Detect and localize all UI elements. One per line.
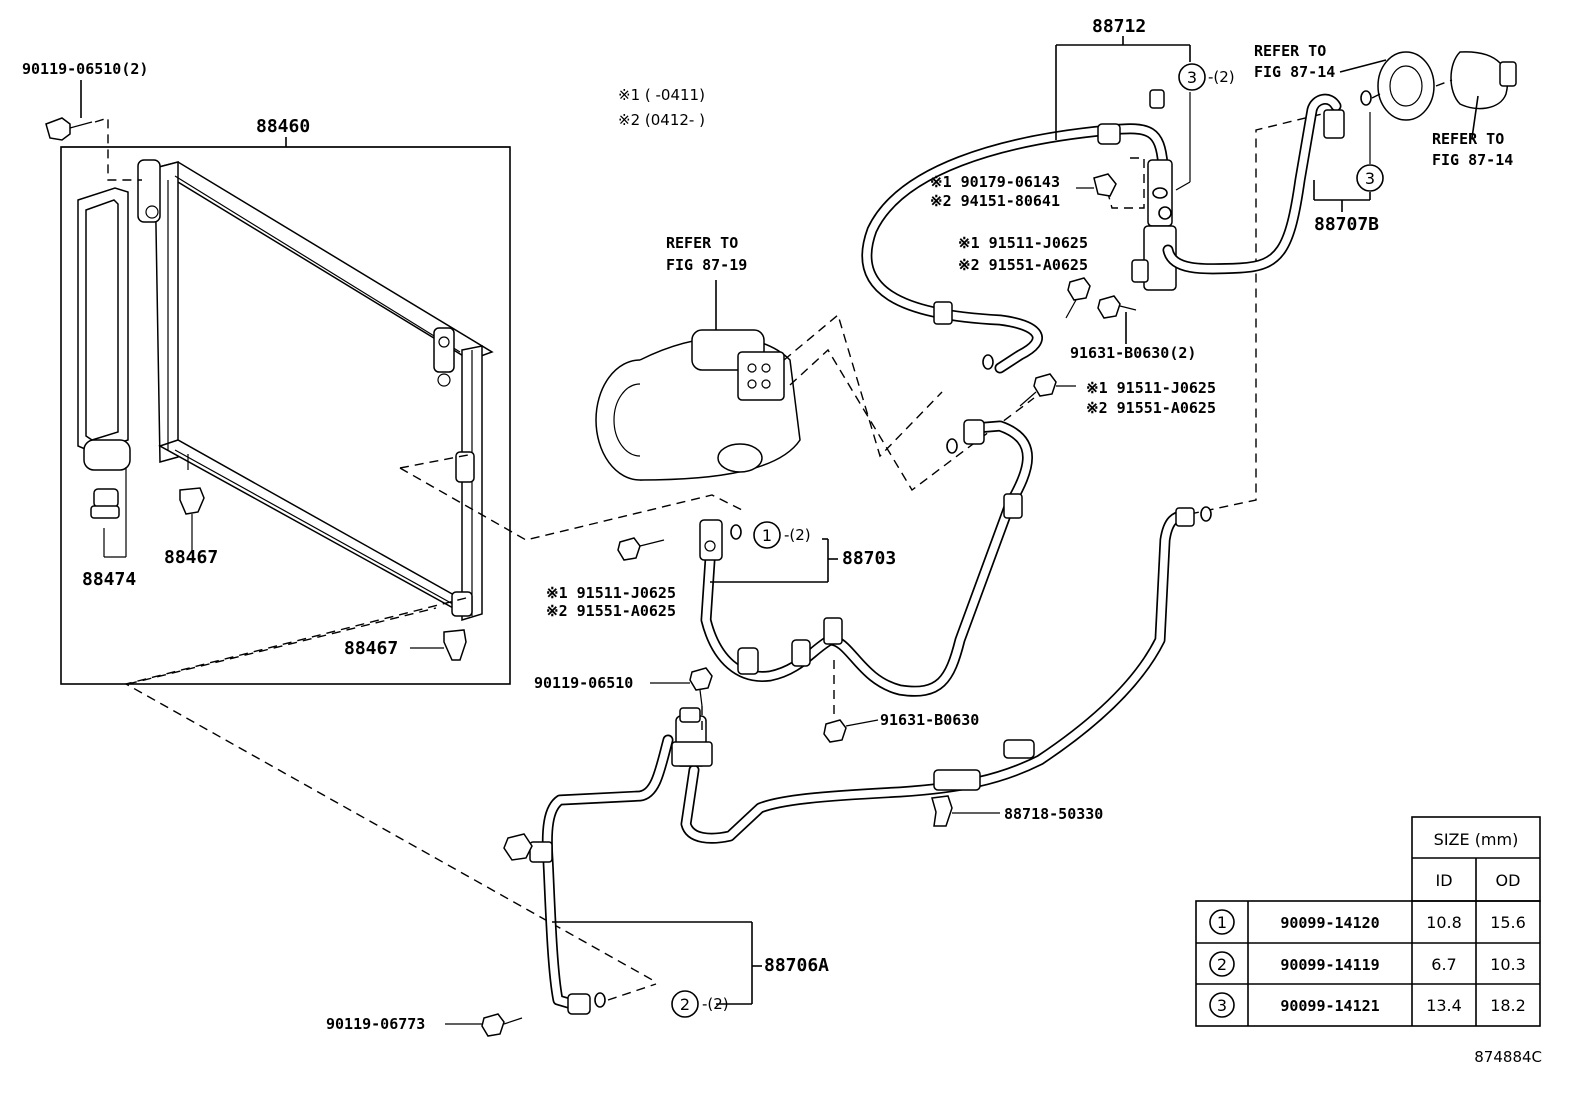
svg-text:90099-14119: 90099-14119 xyxy=(1280,956,1379,974)
bolt-91511-88712 xyxy=(1065,277,1091,319)
table-header-od: OD xyxy=(1496,871,1521,890)
svg-text:1: 1 xyxy=(762,526,772,545)
svg-text:2: 2 xyxy=(1217,955,1227,974)
svg-text:90099-14121: 90099-14121 xyxy=(1280,997,1379,1015)
svg-text:10.3: 10.3 xyxy=(1490,955,1526,974)
note-2: ※2 (0412- ) xyxy=(618,111,705,129)
svg-text:-(2): -(2) xyxy=(702,995,729,1013)
label-91511-J0625-c[interactable]: ※1 91511-J0625 xyxy=(546,584,676,602)
condenser-assembly-88460 xyxy=(45,80,511,685)
bolt-90119-06773 xyxy=(445,1013,523,1037)
label-90119-06773[interactable]: 90119-06773 xyxy=(326,1015,425,1033)
table-header-size: SIZE (mm) xyxy=(1434,830,1519,849)
label-91551-A0625-c[interactable]: ※2 91551-A0625 xyxy=(546,602,676,620)
label-94151-80641[interactable]: ※2 94151-80641 xyxy=(930,192,1060,210)
compressor xyxy=(595,280,801,481)
label-88712[interactable]: 88712 xyxy=(1092,16,1146,37)
fig-87-14-link-b[interactable]: FIG 87-14 xyxy=(1432,151,1513,169)
label-88718-50330[interactable]: 88718-50330 xyxy=(1004,805,1103,823)
refer-to-valve-a: REFER TO xyxy=(1254,42,1326,60)
svg-text:15.6: 15.6 xyxy=(1490,913,1526,932)
label-88474[interactable]: 88474 xyxy=(82,569,136,590)
circle-marker-2: 2 -(2) xyxy=(671,990,729,1018)
label-91551-A0625-b[interactable]: ※2 91551-A0625 xyxy=(1086,399,1216,417)
svg-text:2: 2 xyxy=(680,995,690,1014)
circle-marker-1: 1 -(2) xyxy=(753,521,811,549)
table-row-1: 1 90099-14120 10.8 15.6 xyxy=(1209,909,1526,935)
note-1: ※1 ( -0411) xyxy=(618,86,705,104)
pipe-88707B xyxy=(1162,90,1372,275)
svg-text:13.4: 13.4 xyxy=(1426,996,1462,1015)
table-header-id: ID xyxy=(1435,871,1452,890)
pipe-88703 xyxy=(699,419,1033,697)
table-row-2: 2 90099-14119 6.7 10.3 xyxy=(1209,951,1526,977)
expansion-valve-parts xyxy=(1371,51,1517,121)
label-91511-J0625-a[interactable]: ※1 91511-J0625 xyxy=(958,234,1088,252)
pipe-liquid-line xyxy=(671,506,1212,844)
label-91511-J0625-b[interactable]: ※1 91511-J0625 xyxy=(1086,379,1216,397)
diagram-code: 874884C xyxy=(1474,1048,1542,1066)
svg-text:6.7: 6.7 xyxy=(1431,955,1456,974)
label-91631-B0630-2[interactable]: 91631-B0630(2) xyxy=(1070,344,1196,362)
bolt-91511-88703-top xyxy=(1019,373,1076,407)
pipe-88706A xyxy=(503,734,674,1015)
circle-marker-3a: 3 -(2) xyxy=(1178,63,1235,91)
label-88460[interactable]: 88460 xyxy=(256,116,310,137)
label-88707B[interactable]: 88707B xyxy=(1314,214,1379,235)
label-90119-06510-2[interactable]: 90119-06510(2) xyxy=(22,60,148,78)
svg-text:3: 3 xyxy=(1365,169,1375,188)
svg-text:3: 3 xyxy=(1187,68,1197,87)
circle-marker-3b: 3 xyxy=(1356,164,1384,192)
label-88467-a[interactable]: 88467 xyxy=(164,547,218,568)
svg-text:10.8: 10.8 xyxy=(1426,913,1462,932)
size-table: SIZE (mm) ID OD 1 90099-14120 10.8 15.6 … xyxy=(1195,816,1541,1027)
svg-text:3: 3 xyxy=(1217,996,1227,1015)
fig-87-14-link-a[interactable]: FIG 87-14 xyxy=(1254,63,1335,81)
label-90179-06143[interactable]: ※1 90179-06143 xyxy=(930,173,1060,191)
svg-text:1: 1 xyxy=(1217,913,1227,932)
label-88703[interactable]: 88703 xyxy=(842,548,896,569)
svg-text:18.2: 18.2 xyxy=(1490,996,1526,1015)
nut-91631-B0630-2 xyxy=(1097,295,1137,344)
label-90119-06510[interactable]: 90119-06510 xyxy=(534,674,633,692)
bolt-90119-06510 xyxy=(650,667,713,732)
svg-text:-(2): -(2) xyxy=(1208,68,1235,86)
table-row-3: 3 90099-14121 13.4 18.2 xyxy=(1209,992,1526,1018)
label-88467-b[interactable]: 88467 xyxy=(344,638,398,659)
bolt-91511-88703 xyxy=(617,537,665,561)
label-88706A[interactable]: 88706A xyxy=(764,955,829,976)
nut-90179-06143 xyxy=(1076,173,1117,197)
bolt-91631-B0630 xyxy=(823,660,879,743)
svg-text:90099-14120: 90099-14120 xyxy=(1280,914,1379,932)
svg-text:-(2): -(2) xyxy=(784,526,811,544)
refer-to-compressor: REFER TO xyxy=(666,234,738,252)
pipe-88712 xyxy=(861,89,1177,374)
refer-to-valve-b: REFER TO xyxy=(1432,130,1504,148)
fig-87-19-link[interactable]: FIG 87-19 xyxy=(666,256,747,274)
label-91551-A0625-a[interactable]: ※2 91551-A0625 xyxy=(958,256,1088,274)
clamp-88718-50330 xyxy=(931,795,1000,827)
label-91631-B0630[interactable]: 91631-B0630 xyxy=(880,711,979,729)
